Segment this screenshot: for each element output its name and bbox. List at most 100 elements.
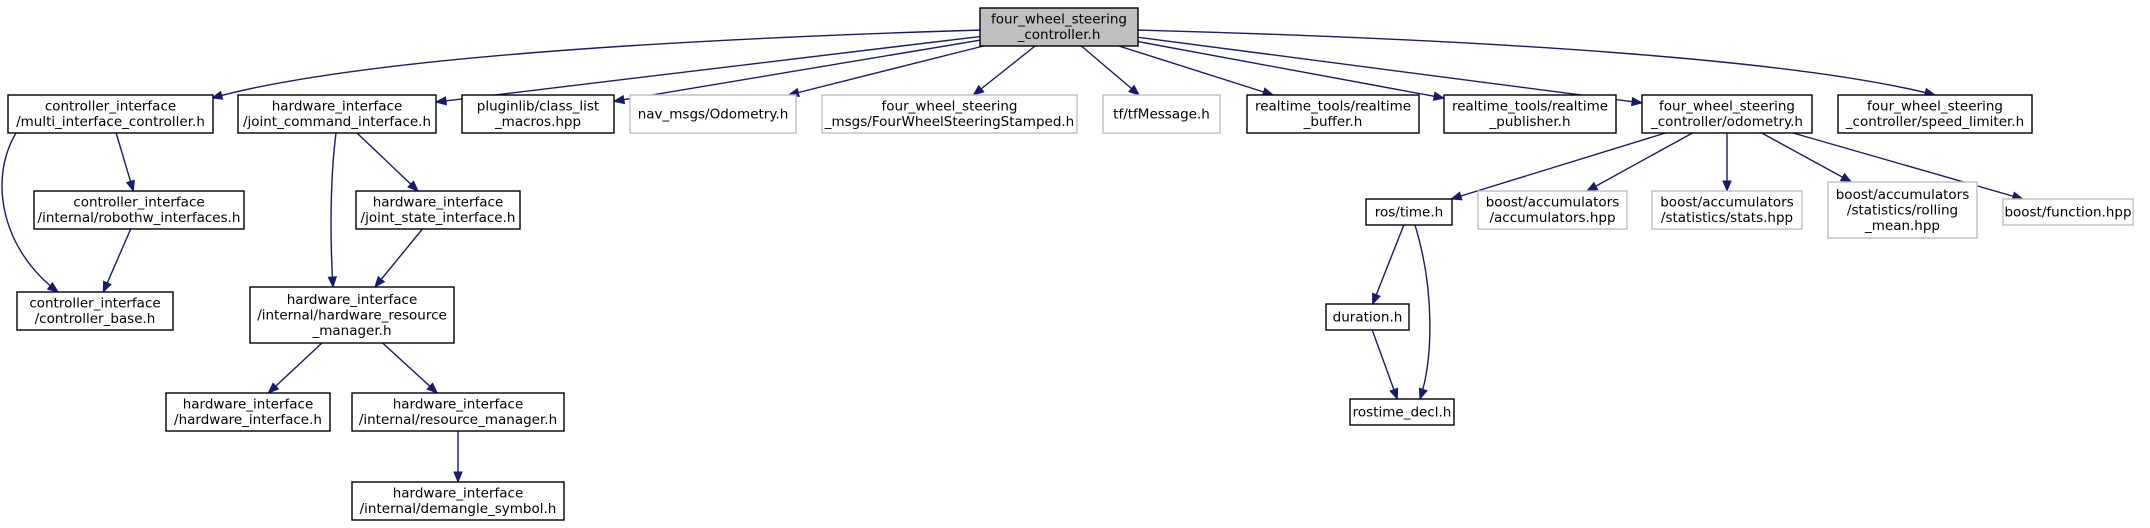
node-label-line: four_wheel_steering <box>991 12 1127 28</box>
graph-edges <box>1 29 2025 484</box>
edge-rhi-to-cb <box>102 228 132 294</box>
node-rtp[interactable]: realtime_tools/realtime_publisher.h <box>1443 94 1617 134</box>
node-odo[interactable]: four_wheel_steering_controller/odometry.… <box>1641 94 1813 134</box>
edge-hrm-to-rm <box>382 342 439 394</box>
node-rtime[interactable]: ros/time.h <box>1365 198 1453 226</box>
node-ds[interactable]: hardware_interface/internal/demangle_sym… <box>351 481 565 521</box>
node-label-line: rostime_decl.h <box>1353 404 1452 420</box>
node-stats: boost/accumulators/statistics/stats.hpp <box>1651 190 1803 230</box>
node-box <box>1641 94 1813 134</box>
graph-nodes: four_wheel_steering_controller.h controll… <box>7 7 2134 521</box>
arrowhead-icon <box>1128 84 1141 96</box>
node-label-line: hardware_interface <box>393 397 524 413</box>
node-label-line: pluginlib/class_list <box>477 99 599 115</box>
node-label-line: hardware_interface <box>272 99 403 115</box>
node-label-line: /accumulators.hpp <box>1489 210 1615 226</box>
node-box <box>1837 94 2033 134</box>
node-box <box>1443 94 1617 134</box>
node-mic[interactable]: controller_interface/multi_interface_con… <box>7 94 214 134</box>
arrowhead-icon <box>46 281 60 293</box>
node-label-line: _manager.h <box>311 323 391 339</box>
edge-line <box>1137 36 1643 104</box>
edge-dur-to-rdecl <box>1371 329 1399 401</box>
node-hi[interactable]: hardware_interface/hardware_interface.h <box>165 392 331 432</box>
node-label-line: _controller/odometry.h <box>1650 114 1803 130</box>
node-root[interactable]: four_wheel_steering_controller.h <box>979 7 1139 47</box>
edge-root-to-jci <box>434 35 981 106</box>
edge-line <box>435 35 981 103</box>
node-box <box>2002 198 2134 226</box>
edge-line <box>1371 224 1405 305</box>
edge-line <box>374 228 423 288</box>
node-box <box>16 291 174 331</box>
node-func: boost/function.hpp <box>2002 198 2134 226</box>
edge-line <box>211 29 983 99</box>
node-cb[interactable]: controller_interface/controller_base.h <box>16 291 174 331</box>
arrowhead-icon <box>1449 191 1463 201</box>
node-label-line: boost/function.hpp <box>2004 204 2131 220</box>
node-label-line: /joint_command_interface.h <box>243 114 431 130</box>
edge-line <box>1080 45 1140 96</box>
node-dur[interactable]: duration.h <box>1325 303 1410 331</box>
edge-line <box>1137 29 1936 96</box>
arrowhead-icon <box>1389 387 1399 401</box>
arrowhead-icon <box>407 180 419 192</box>
edge-root-to-odo <box>1137 36 1644 107</box>
node-box <box>1349 398 1455 426</box>
node-label-line: four_wheel_steering <box>1867 99 2003 115</box>
node-label-line: /internal/demangle_symbol.h <box>360 501 557 517</box>
edge-line <box>102 228 132 293</box>
arrowhead-icon <box>1630 96 1644 107</box>
arrowhead-icon <box>1839 172 1853 183</box>
edge-root-to-tfm <box>1080 45 1141 96</box>
node-box <box>351 481 565 521</box>
node-pcl[interactable]: pluginlib/class_list_macros.hpp <box>461 94 615 134</box>
node-rhi[interactable]: controller_interface/internal/robothw_in… <box>33 190 245 230</box>
node-label-line: /internal/robothw_interfaces.h <box>38 210 241 226</box>
node-label-line: ros/time.h <box>1375 204 1443 220</box>
node-box <box>33 190 245 230</box>
node-label-line: _mean.hpp <box>1864 218 1940 234</box>
arrowhead-icon <box>1432 91 1446 101</box>
node-jci[interactable]: hardware_interface/joint_command_interfa… <box>237 94 437 134</box>
node-label-line: controller_interface <box>73 195 204 211</box>
node-label-line: hardware_interface <box>373 195 504 211</box>
node-label-line: _controller/speed_limiter.h <box>1845 114 2024 130</box>
node-spd[interactable]: four_wheel_steering_controller/speed_lim… <box>1837 94 2033 134</box>
edge-line <box>613 39 981 102</box>
node-label-line: controller_interface <box>29 296 160 312</box>
arrowhead-icon <box>1418 387 1428 401</box>
node-label-line: hardware_interface <box>393 486 524 502</box>
node-box <box>1827 181 1978 239</box>
edge-line <box>267 342 323 394</box>
node-label-line: /multi_interface_controller.h <box>16 114 205 130</box>
node-rmean: boost/accumulators/statistics/rolling_me… <box>1827 181 1978 239</box>
edge-jci-to-jsi <box>356 132 419 192</box>
node-box <box>351 392 565 432</box>
arrowhead-icon <box>434 96 447 106</box>
edge-mic-to-rhi <box>115 132 135 193</box>
edge-root-to-fws_msgs <box>972 45 1036 96</box>
arrowhead-icon <box>327 276 338 289</box>
edge-line <box>1586 132 1693 192</box>
node-label-line: /controller_base.h <box>35 311 156 327</box>
edge-line <box>1414 224 1431 400</box>
node-box <box>1365 198 1453 226</box>
node-label-line: hardware_interface <box>183 397 314 413</box>
node-hrm[interactable]: hardware_interface/internal/hardware_res… <box>249 286 455 344</box>
node-rdecl[interactable]: rostime_decl.h <box>1349 398 1455 426</box>
node-jsi[interactable]: hardware_interface/joint_state_interface… <box>355 190 521 230</box>
node-label-line: /statistics/rolling <box>1847 202 1958 218</box>
node-rm[interactable]: hardware_interface/internal/resource_man… <box>351 392 565 432</box>
node-label-line: boost/accumulators <box>1660 195 1794 211</box>
node-label-line: _buffer.h <box>1303 114 1363 130</box>
node-box <box>979 7 1139 47</box>
node-label-line: realtime_tools/realtime <box>1255 99 1411 115</box>
edge-odo-to-stats <box>1722 133 1732 193</box>
edge-line <box>1761 132 1852 183</box>
node-label-line: four_wheel_steering <box>1659 99 1795 115</box>
node-rtb[interactable]: realtime_tools/realtime_buffer.h <box>1246 94 1420 134</box>
edge-hrm-to-hi <box>267 342 323 394</box>
node-label-line: tf/tfMessage.h <box>1113 106 1210 122</box>
